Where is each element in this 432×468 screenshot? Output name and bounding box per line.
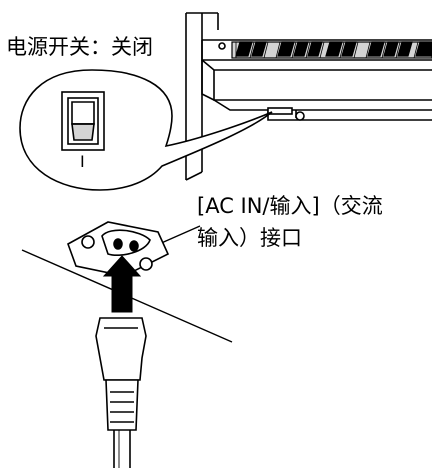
keyboard-body bbox=[201, 39, 432, 121]
ac-in-socket bbox=[67, 221, 170, 277]
switch-callout bbox=[19, 69, 273, 191]
power-switch bbox=[61, 91, 105, 151]
piano-keys bbox=[231, 41, 432, 59]
power-switch-off-label: 电源开关：关闭 bbox=[6, 35, 153, 59]
ac-in-label-line1: [AC IN/输入]（交流 bbox=[197, 194, 383, 218]
switch-off-mark: I bbox=[80, 152, 85, 171]
ac-in-label-line2: 输入）接口 bbox=[197, 226, 302, 250]
power-plug-icon bbox=[95, 317, 147, 468]
insert-up-arrow-icon bbox=[102, 255, 142, 313]
